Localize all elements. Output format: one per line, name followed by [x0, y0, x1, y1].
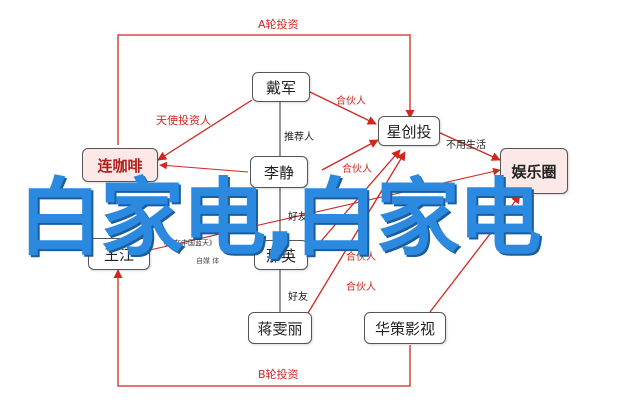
node-lijing: 李静 — [250, 156, 308, 188]
edge-angel — [157, 99, 253, 161]
label-recommender: 推荐人 — [284, 132, 314, 143]
node-daijun: 戴军 — [252, 72, 310, 102]
label-partner-2: 合伙人 — [342, 164, 372, 175]
label-b-invest: B轮投资 — [258, 368, 299, 381]
edge-lijing-lian — [159, 161, 249, 173]
logo-subcaption: 自媒 体 — [196, 257, 220, 265]
label-nonuse: 不用生活 — [446, 140, 486, 151]
node-yulequan: 娱乐圈 — [500, 148, 568, 194]
node-jiangwenli: 蒋雯丽 — [248, 312, 312, 344]
node-huace: 华策影视 — [364, 312, 446, 344]
label-partner-4: 合伙人 — [346, 282, 376, 293]
edge-huace — [429, 194, 521, 313]
node-wangjiang: 王江 — [88, 238, 150, 270]
edge-nonuse — [437, 131, 501, 161]
label-angel: 天使投资人 — [156, 114, 211, 127]
edge-partner-nayi — [314, 149, 401, 249]
node-lianfei: 连咖啡 — [82, 148, 158, 182]
edge-partner-daijun — [309, 91, 377, 125]
label-friend-1: 好友 — [288, 212, 308, 223]
label-friend-2: 好友 — [288, 292, 308, 303]
node-nayi: 那英 — [254, 240, 308, 270]
edge-wangjiang — [149, 167, 501, 251]
edge-partner-jiang — [304, 151, 406, 319]
edge-a-invest — [117, 34, 415, 145]
label-partner-3: 合伙人 — [346, 252, 376, 263]
label-partner-1: 合伙人 — [336, 96, 366, 107]
overlay-title: 白家电,白家电 — [18, 169, 542, 267]
logo-caption: 《赢在中国蓝天》 — [160, 239, 216, 247]
edge-partner-lijing — [321, 139, 379, 171]
label-a-invest: A轮投资 — [258, 18, 299, 31]
edge-b-invest — [113, 269, 411, 387]
node-xingchuangtou: 星创投 — [378, 116, 440, 146]
